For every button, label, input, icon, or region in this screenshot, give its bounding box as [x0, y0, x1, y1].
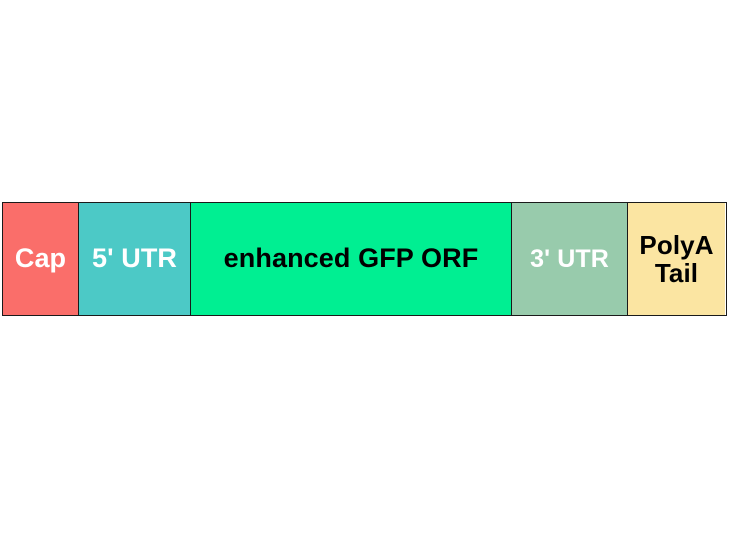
segment-5-utr-label: 5' UTR — [91, 243, 178, 274]
segment-3-utr: 3' UTR — [512, 203, 628, 315]
segment-5-utr: 5' UTR — [79, 203, 191, 315]
segment-orf-label: enhanced GFP ORF — [223, 243, 479, 274]
mrna-construct-diagram: Cap 5' UTR enhanced GFP ORF 3' UTR PolyA… — [2, 202, 727, 316]
segment-cap: Cap — [3, 203, 79, 315]
segment-polya-tail-label: PolyA Tail — [639, 229, 714, 288]
segment-3-utr-label: 3' UTR — [530, 244, 609, 273]
segment-orf: enhanced GFP ORF — [191, 203, 512, 315]
segment-polya-tail: PolyA Tail — [628, 203, 725, 315]
segment-cap-label: Cap — [14, 243, 67, 274]
